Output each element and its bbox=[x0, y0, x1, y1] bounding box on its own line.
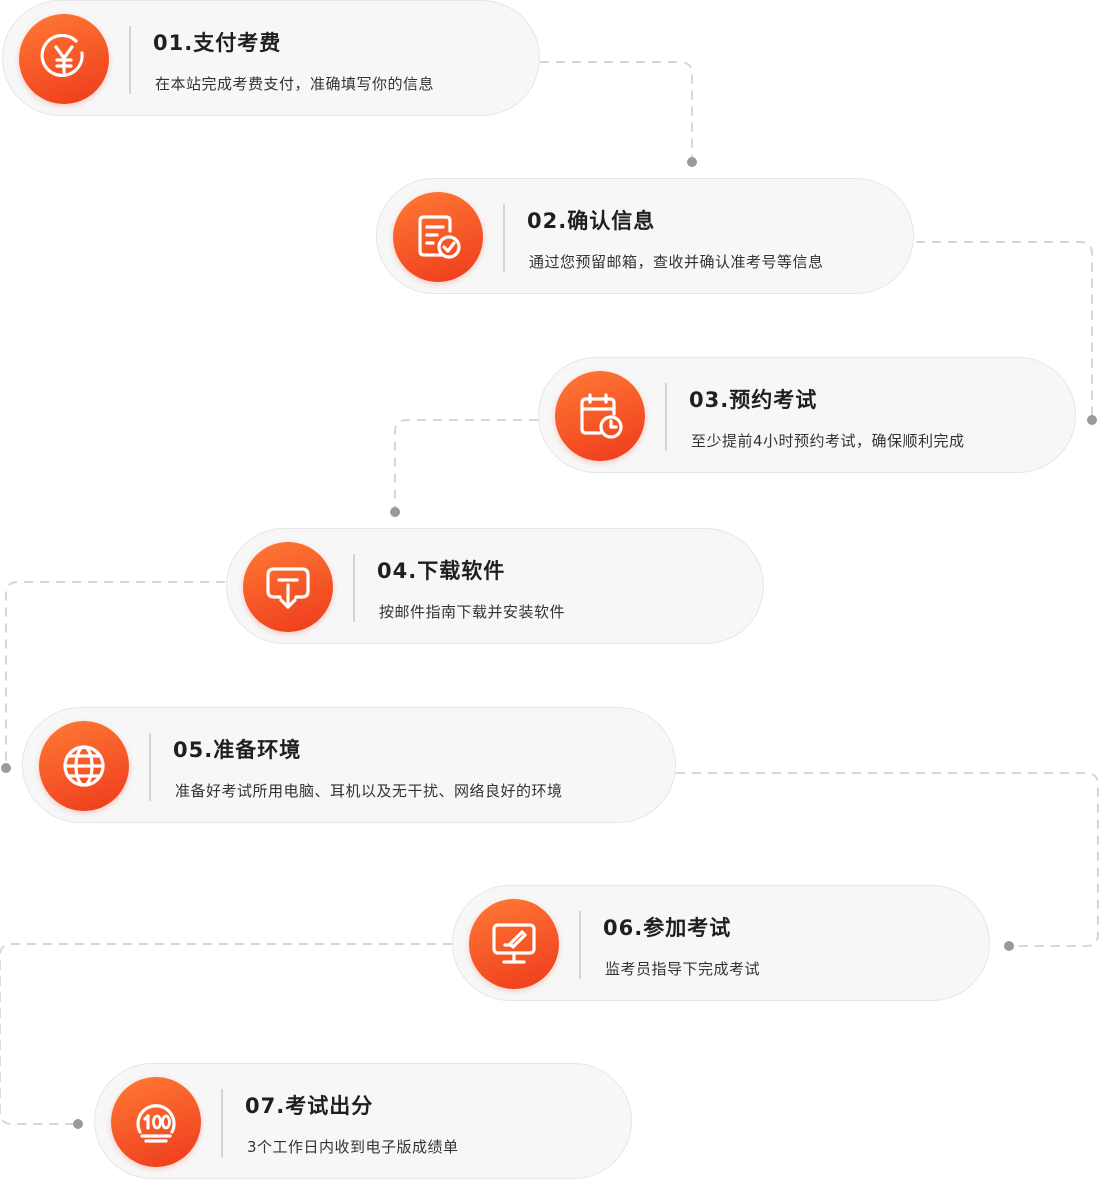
step-card-7: 07.考试出分 3个工作日内收到电子版成绩单 bbox=[94, 1063, 632, 1179]
step-divider bbox=[129, 26, 131, 94]
step-card-4: 04.下载软件 按邮件指南下载并安装软件 bbox=[226, 528, 764, 644]
step-icon-circle bbox=[469, 899, 559, 989]
step-divider bbox=[221, 1089, 223, 1157]
step-divider bbox=[149, 733, 151, 801]
yuan-icon bbox=[40, 33, 84, 77]
step-icon-circle bbox=[555, 371, 645, 461]
step-divider bbox=[665, 383, 667, 451]
step-card-6: 06.参加考试 监考员指导下完成考试 bbox=[452, 885, 990, 1001]
step-divider bbox=[503, 204, 505, 272]
step-title: 05.准备环境 bbox=[173, 738, 302, 762]
step-card-3: 03.预约考试 至少提前4小时预约考试，确保顺利完成 bbox=[538, 357, 1076, 473]
monitor-pen-icon bbox=[492, 923, 536, 964]
step-icon-circle bbox=[39, 721, 129, 811]
step-description: 准备好考试所用电脑、耳机以及无干扰、网络良好的环境 bbox=[175, 782, 563, 800]
step-divider bbox=[579, 911, 581, 979]
globe-icon bbox=[63, 745, 105, 787]
step-description: 按邮件指南下载并安装软件 bbox=[379, 603, 566, 621]
step-icon-circle bbox=[111, 1077, 201, 1167]
download-icon bbox=[266, 567, 310, 609]
step-card-1: 01.支付考费 在本站完成考费支付，准确填写你的信息 bbox=[2, 0, 540, 116]
step-description: 监考员指导下完成考试 bbox=[605, 960, 761, 978]
connector-3-4 bbox=[394, 419, 538, 512]
connector-dot bbox=[1004, 941, 1014, 951]
step-divider bbox=[353, 554, 355, 622]
step-icon-circle bbox=[19, 14, 109, 104]
step-card-2: 02.确认信息 通过您预留邮箱，查收并确认准考号等信息 bbox=[376, 178, 914, 294]
step-title: 02.确认信息 bbox=[527, 209, 656, 233]
step-card-5: 05.准备环境 准备好考试所用电脑、耳机以及无干扰、网络良好的环境 bbox=[22, 707, 676, 823]
step-title: 06.参加考试 bbox=[603, 916, 732, 940]
connector-dot bbox=[1087, 415, 1097, 425]
step-description: 通过您预留邮箱，查收并确认准考号等信息 bbox=[529, 253, 824, 271]
step-title: 03.预约考试 bbox=[689, 388, 818, 412]
connector-dot bbox=[390, 507, 400, 517]
connector-dot bbox=[1, 763, 11, 773]
connector-dot bbox=[73, 1119, 83, 1129]
connector-dot bbox=[687, 157, 697, 167]
step-title: 04.下载软件 bbox=[377, 559, 506, 583]
step-icon-circle bbox=[243, 542, 333, 632]
step-description: 至少提前4小时预约考试，确保顺利完成 bbox=[691, 432, 965, 450]
calendar-clock-icon bbox=[580, 393, 623, 439]
step-description: 3个工作日内收到电子版成绩单 bbox=[247, 1138, 459, 1156]
step-icon-circle bbox=[393, 192, 483, 282]
document-check-icon bbox=[418, 215, 461, 259]
connector-1-2 bbox=[540, 61, 693, 162]
score-100-icon bbox=[136, 1104, 176, 1143]
step-description: 在本站完成考费支付，准确填写你的信息 bbox=[155, 75, 435, 93]
step-title: 01.支付考费 bbox=[153, 31, 282, 55]
step-title: 07.考试出分 bbox=[245, 1094, 374, 1118]
